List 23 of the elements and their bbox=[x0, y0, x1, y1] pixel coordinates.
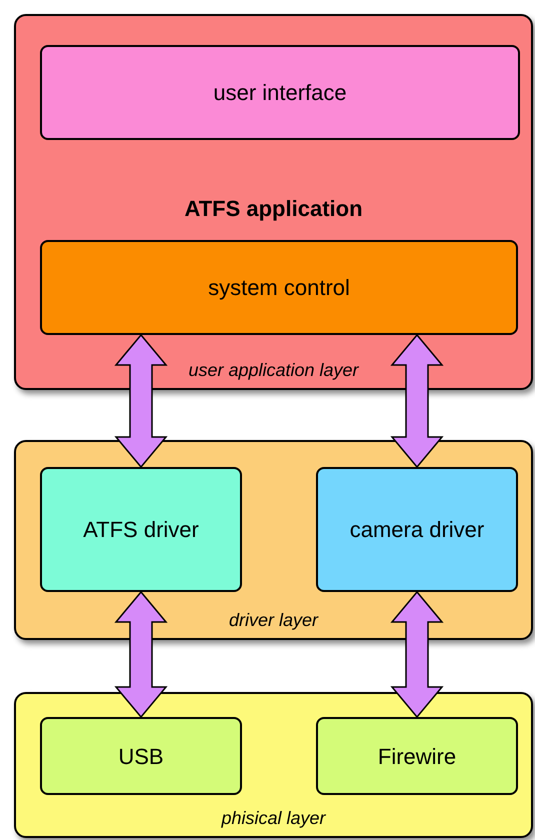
panel-title: ATFS application bbox=[184, 195, 363, 223]
box-label: USB bbox=[118, 742, 164, 770]
double-arrow bbox=[390, 590, 444, 718]
component-box bbox=[316, 467, 518, 592]
component-box bbox=[40, 467, 242, 592]
box-label: system control bbox=[208, 274, 350, 302]
layer-panel bbox=[14, 14, 533, 390]
layer-panel bbox=[14, 440, 533, 640]
layer-panel bbox=[14, 692, 533, 838]
layer-label: user application layer bbox=[188, 359, 359, 382]
double-arrow bbox=[390, 334, 444, 468]
box-label: Firewire bbox=[378, 742, 456, 770]
component-box bbox=[40, 717, 242, 795]
component-box bbox=[40, 240, 518, 335]
box-label: ATFS driver bbox=[83, 516, 199, 544]
layer-label: driver layer bbox=[228, 609, 318, 632]
layer-label: phisical layer bbox=[221, 807, 326, 830]
component-box bbox=[40, 45, 520, 140]
box-label: user interface bbox=[213, 79, 347, 107]
double-arrow bbox=[114, 590, 168, 718]
box-label: camera driver bbox=[350, 516, 484, 544]
double-arrow bbox=[114, 334, 168, 468]
component-box bbox=[316, 717, 518, 795]
